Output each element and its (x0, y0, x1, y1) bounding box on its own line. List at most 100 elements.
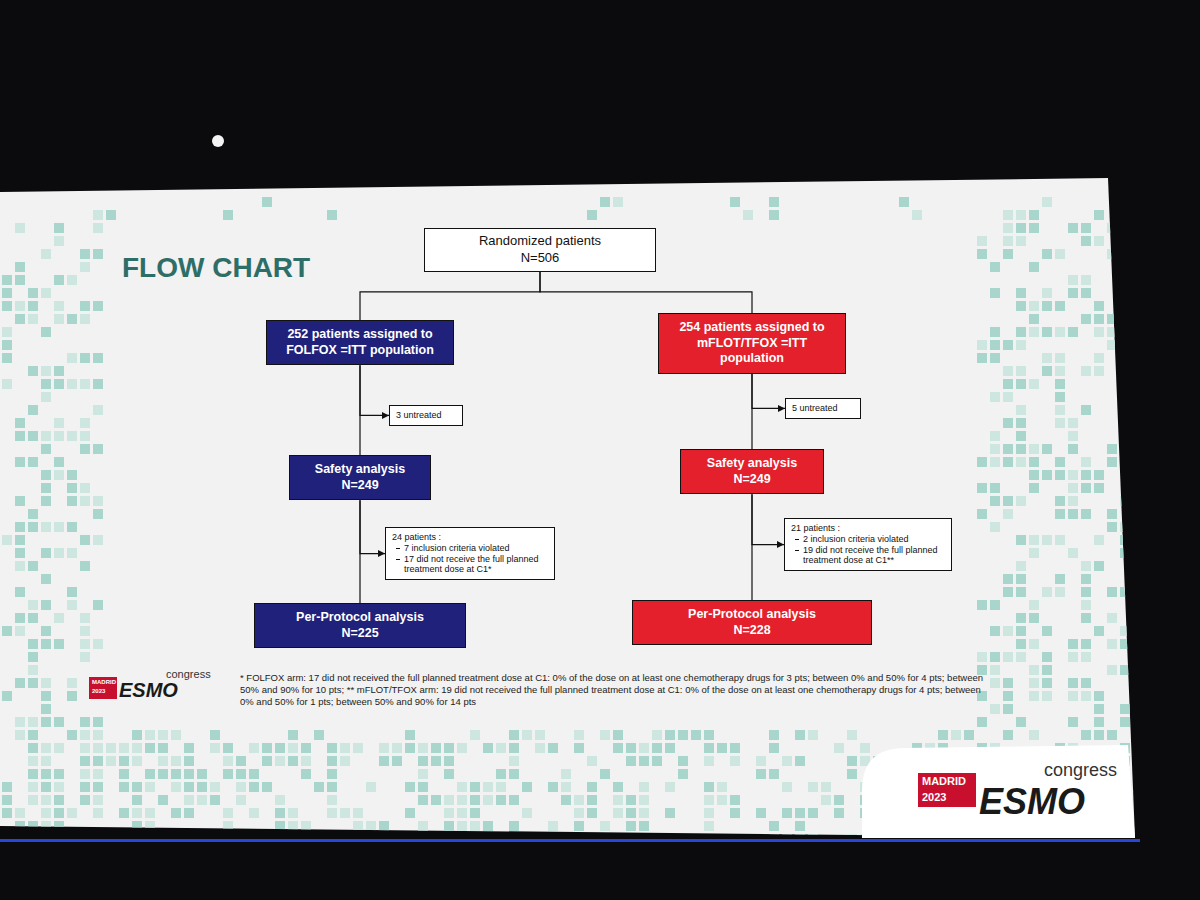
decor-square (1068, 678, 1078, 688)
connector-line (540, 272, 752, 313)
decor-square (444, 743, 454, 753)
decor-square (119, 756, 129, 766)
decor-square (444, 795, 454, 805)
decor-square (54, 795, 64, 805)
decor-square (1003, 210, 1013, 220)
decor-square (613, 795, 623, 805)
decor-square (67, 691, 77, 701)
decor-square (41, 379, 51, 389)
decor-square (587, 795, 597, 805)
decor-square (54, 470, 64, 480)
decor-square (1003, 587, 1013, 597)
decor-square (28, 665, 38, 675)
decor-square (1133, 405, 1143, 415)
decor-square (1042, 197, 1052, 207)
decor-square (1068, 717, 1078, 727)
decor-square (990, 600, 1000, 610)
decor-square (1055, 535, 1065, 545)
decor-square (548, 821, 558, 831)
decor-square (2, 379, 12, 389)
decor-square (847, 730, 857, 740)
decor-square (769, 210, 779, 220)
decor-square (1120, 392, 1130, 402)
decor-square (379, 756, 389, 766)
decor-square (119, 769, 129, 779)
decor-square (28, 561, 38, 571)
decor-square (1055, 418, 1065, 428)
decor-square (80, 717, 90, 727)
decor-square (80, 730, 90, 740)
decor-square (470, 808, 480, 818)
decor-square (1120, 340, 1130, 350)
decor-square (41, 704, 51, 714)
decor-square (626, 821, 636, 831)
decor-square (80, 756, 90, 766)
decor-square (990, 652, 1000, 662)
decor-square (1094, 717, 1104, 727)
decor-square (1120, 717, 1130, 727)
decor-square (249, 769, 259, 779)
decor-square (626, 795, 636, 805)
decor-square (197, 795, 207, 805)
decor-square (41, 574, 51, 584)
decor-square (730, 756, 740, 766)
decor-square (1081, 600, 1091, 610)
decor-square (67, 496, 77, 506)
decor-square (730, 795, 740, 805)
decor-square (327, 210, 337, 220)
decor-square (1081, 678, 1091, 688)
decor-square (587, 808, 597, 818)
decor-square (1081, 561, 1091, 571)
decor-square (990, 353, 1000, 363)
decor-square (15, 314, 25, 324)
decor-square (67, 730, 77, 740)
decor-square (405, 743, 415, 753)
decor-square (1003, 236, 1013, 246)
decor-square (41, 548, 51, 558)
decor-square (15, 457, 25, 467)
decor-square (41, 366, 51, 376)
decor-square (80, 561, 90, 571)
decor-square (1016, 587, 1026, 597)
decor-square (1042, 327, 1052, 337)
decor-square (704, 730, 714, 740)
decor-square (1120, 587, 1130, 597)
decor-square (704, 795, 714, 805)
decor-square (1133, 353, 1143, 363)
decor-square (314, 782, 324, 792)
decor-square (1081, 314, 1091, 324)
decor-square (93, 509, 103, 519)
connector-line (359, 365, 360, 455)
decor-square (15, 808, 25, 818)
decor-square (1029, 678, 1039, 688)
decor-square (54, 314, 64, 324)
decor-square (1016, 717, 1026, 727)
decor-square (1081, 405, 1091, 415)
decor-square (275, 756, 285, 766)
connector (360, 500, 361, 603)
decor-square (1068, 444, 1078, 454)
decor-square (717, 795, 727, 805)
decor-square (1133, 275, 1143, 285)
decor-square (1055, 301, 1065, 311)
decor-square (80, 301, 90, 311)
decor-square (522, 782, 532, 792)
decor-square (1094, 470, 1104, 480)
decor-square (1068, 418, 1078, 428)
decor-square (41, 327, 51, 337)
box-text: Safety analysis (296, 462, 424, 478)
decor-square (483, 743, 493, 753)
decor-square (15, 613, 25, 623)
logo-text: congress (166, 668, 211, 680)
decor-square (93, 210, 103, 220)
decor-square (977, 600, 987, 610)
decor-square (600, 730, 610, 740)
decor-square (1029, 483, 1039, 493)
decor-square (28, 639, 38, 649)
decor-square (912, 210, 922, 220)
box-text: N=506 (433, 250, 647, 267)
decor-square (1029, 665, 1039, 675)
decor-square (93, 379, 103, 389)
decor-square (1120, 704, 1130, 714)
decor-square (1133, 730, 1143, 740)
